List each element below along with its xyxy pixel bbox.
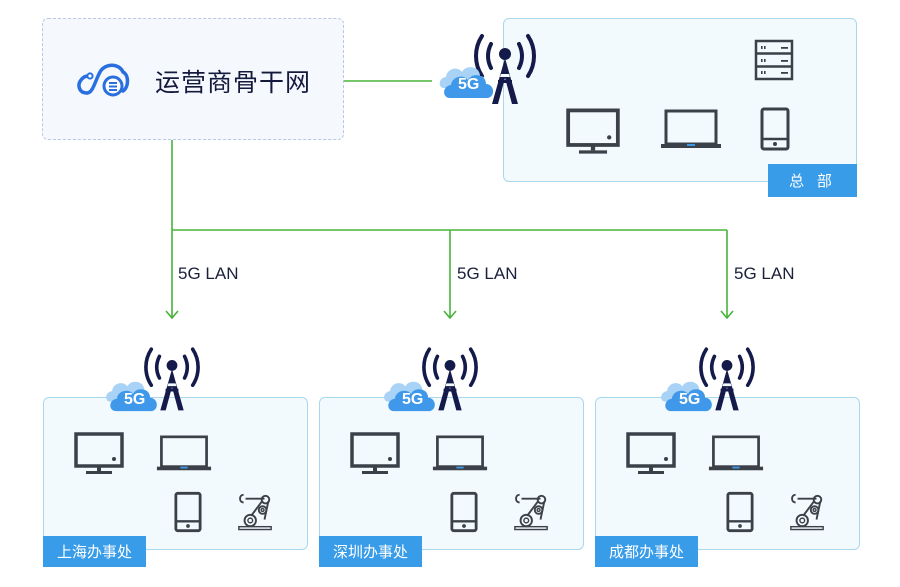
- link-arrow-shanghai: [165, 230, 179, 320]
- 5g-badge: 5G: [124, 391, 146, 408]
- phone-icon: [760, 107, 790, 151]
- link-label: 5G LAN: [734, 264, 795, 283]
- link-arrow-chengdu: [720, 230, 734, 320]
- 5g-badge: 5G: [402, 391, 424, 408]
- phone-icon: [174, 491, 202, 533]
- laptop-icon: [708, 434, 764, 474]
- laptop-icon: [660, 109, 722, 151]
- phone-icon: [450, 491, 478, 533]
- office-label-chengdu: 成都办事处: [595, 536, 698, 567]
- office-label-shenzhen: 深圳办事处: [319, 536, 422, 567]
- link-label: 5G LAN: [457, 264, 518, 283]
- monitor-icon: [74, 432, 124, 476]
- laptop-icon: [432, 434, 488, 474]
- robot-arm-icon: [788, 490, 826, 532]
- headquarters-site[interactable]: [503, 18, 857, 182]
- office-site-shenzhen[interactable]: [319, 397, 584, 550]
- office-label-shanghai: 上海办事处: [43, 536, 146, 567]
- backbone-title: 运营商骨干网: [155, 68, 312, 97]
- 5g-badge: 5G: [679, 391, 701, 408]
- laptop-icon: [156, 434, 212, 474]
- 5g-badge: 5G: [458, 76, 480, 93]
- robot-arm-icon: [236, 490, 274, 532]
- monitor-icon: [566, 108, 620, 156]
- robot-arm-icon: [512, 490, 550, 532]
- link-label: 5G LAN: [178, 264, 239, 283]
- monitor-icon: [350, 432, 400, 476]
- office-site-shanghai[interactable]: [43, 397, 308, 550]
- server-icon: [754, 39, 794, 81]
- link-arrow-shenzhen: [443, 230, 457, 320]
- office-site-chengdu[interactable]: [595, 397, 860, 550]
- monitor-icon: [626, 432, 676, 476]
- phone-icon: [726, 491, 754, 533]
- backbone-network-node[interactable]: 运营商骨干网: [42, 18, 344, 140]
- headquarters-label: 总 部: [768, 164, 857, 197]
- cloud-server-icon: [77, 63, 130, 97]
